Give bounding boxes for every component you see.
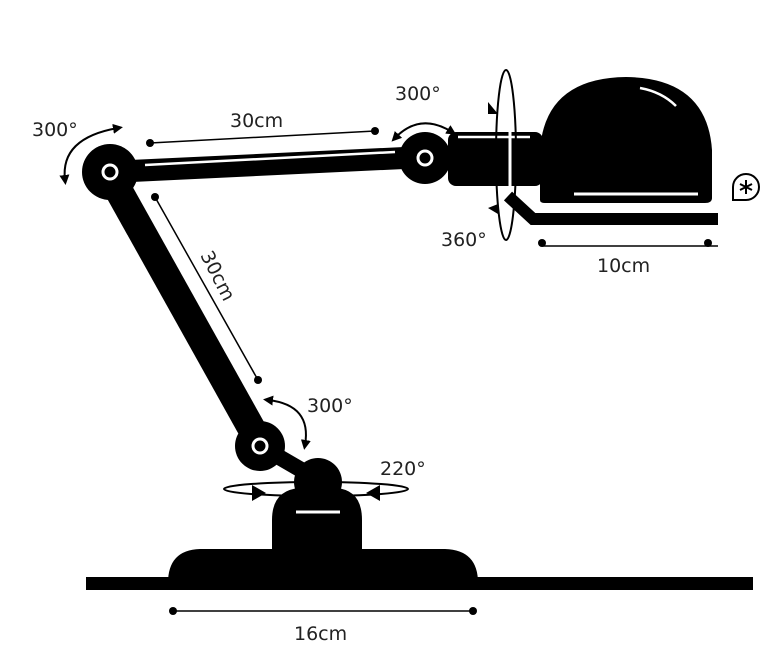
base-length-label: 16cm [294,623,347,645]
arrowhead-icon [366,485,380,501]
head-swivel-label: 360° [441,229,487,251]
lower-arm-length-label: 30cm [196,247,240,304]
upper-arm-length-label: 30cm [230,110,283,132]
shade-length-label: 10cm [597,255,650,277]
head-swivel-arrow [495,69,517,241]
base-dimension [169,607,477,615]
base-swivel-label: 220° [380,458,426,480]
shoulder-rotation-arrow [59,123,123,185]
shade-dimension [538,239,718,247]
lower-joint [235,421,285,471]
shade-highlight [639,86,677,107]
upper-arm [109,146,426,183]
shoulder-joint [82,144,138,200]
bulb-icon [732,173,760,201]
arrowhead-icon [252,485,266,501]
upper-arm-highlight [144,150,396,167]
lamp-shade [540,77,712,203]
lamp-base-dome [272,488,362,552]
lower-joint-rotation-label: 300° [307,395,353,417]
base-swivel-arrow [223,481,409,497]
shade-bracket [503,191,718,225]
arrowhead-icon [488,204,498,214]
head-rotation-label: 300° [395,83,441,105]
upper-arm-dimension [146,127,379,147]
shoulder-rotation-label: 300° [32,119,78,141]
arrowhead-icon [488,102,498,114]
lower-rotation-arrow [263,395,311,450]
head-joint [399,132,451,184]
lower-arm [97,168,271,447]
lower-arm-dimension [151,193,262,384]
head-rotation-arrow [391,122,457,142]
lamp-base-foot [168,549,478,583]
